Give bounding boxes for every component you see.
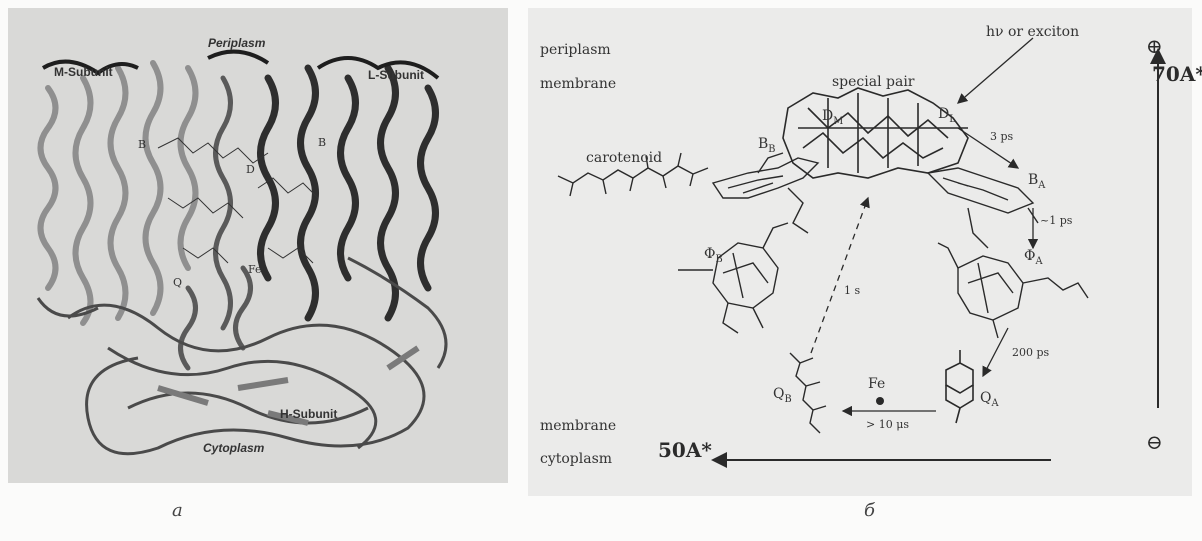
qb-label: QB	[773, 386, 792, 405]
phia-label: ΦA	[1024, 248, 1043, 267]
time-10us-label: > 10 μs	[866, 418, 909, 431]
distance-50a-label: 50A*	[658, 438, 712, 462]
fe-atom	[876, 397, 884, 405]
protein-ribbon-structure	[8, 8, 508, 483]
h-subunit-label: H-Subunit	[280, 407, 337, 421]
arrow-1s-dashed	[811, 198, 868, 353]
time-200ps-label: 200 ps	[1012, 346, 1049, 359]
qa-label: QA	[980, 390, 999, 409]
m-subunit-label: M-Subunit	[54, 65, 113, 79]
panel-b-caption: б	[864, 500, 875, 521]
electron-transfer-panel: periplasm membrane membrane cytoplasm sp…	[528, 8, 1192, 496]
hv-arrow	[958, 38, 1033, 103]
plus-charge-icon: ⊕	[1146, 34, 1163, 58]
periplasm-label: periplasm	[540, 42, 611, 58]
dm-label: DM	[822, 108, 843, 127]
protein-structure-panel: Periplasm M-Subunit L-Subunit B B D Q Fe…	[8, 8, 508, 483]
bb-structure	[713, 153, 818, 233]
qb-structure	[790, 353, 826, 433]
time-3ps-label: 3 ps	[990, 130, 1013, 143]
b-left-label: B	[138, 138, 146, 151]
q-left-label: Q	[173, 276, 182, 289]
membrane-top-label: membrane	[540, 76, 616, 92]
time-1ps-label: ~1 ps	[1040, 214, 1072, 227]
panel-a-caption: а	[172, 500, 183, 521]
membrane-bottom-label: membrane	[540, 418, 616, 434]
carotenoid-label: carotenoid	[586, 150, 662, 166]
phib-label: ΦB	[704, 246, 723, 265]
dl-label: DL	[938, 106, 956, 125]
arrow-200ps	[983, 328, 1008, 376]
qa-structure	[946, 350, 973, 423]
distance-70a-label: 70A*	[1152, 62, 1202, 86]
hv-exciton-label: hν or exciton	[986, 24, 1079, 40]
time-1s-label: 1 s	[844, 284, 860, 297]
ba-structure	[928, 168, 1038, 248]
l-subunit-label: L-Subunit	[368, 68, 424, 82]
d-center-label: D	[246, 163, 255, 176]
fe-label: Fe	[248, 263, 262, 276]
minus-charge-icon: ⊖	[1146, 430, 1163, 454]
periplasm-label: Periplasm	[208, 36, 265, 50]
cytoplasm-label: cytoplasm	[540, 451, 612, 467]
special-pair-structure	[783, 88, 968, 178]
fe-label: Fe	[868, 376, 885, 392]
cytoplasm-label: Cytoplasm	[203, 441, 264, 455]
b-right-label: B	[318, 136, 326, 149]
bb-label: BB	[758, 136, 776, 155]
phia-structure	[938, 243, 1088, 338]
phib-structure	[678, 223, 788, 333]
special-pair-label: special pair	[832, 74, 915, 90]
ba-label: BA	[1028, 172, 1045, 191]
